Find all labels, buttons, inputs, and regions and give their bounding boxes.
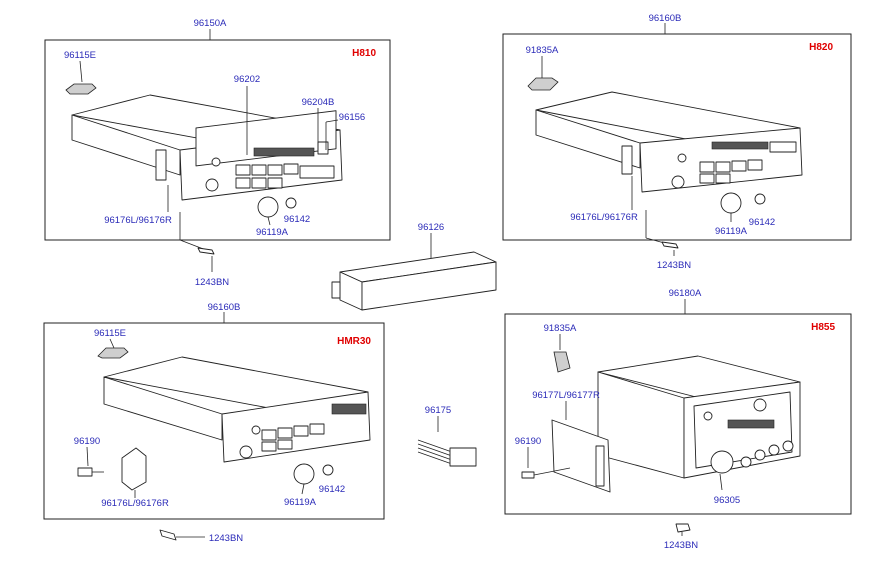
part-label-96150a: 96150A [194, 18, 227, 29]
mounting-bracket-part [121, 447, 147, 491]
knob-cap-part [322, 464, 334, 476]
part-label-96176l-96176r: 96176L/96176R [101, 498, 169, 509]
screw-1243bn-c: 1243BN [159, 529, 243, 544]
part-label-96204b: 96204B [302, 97, 335, 108]
part-label-96176l-96176r: 96176L/96176R [104, 215, 172, 226]
part-label-96115e: 96115E [94, 328, 126, 339]
knob-part [293, 463, 315, 485]
part-label-96126: 96126 [418, 222, 444, 233]
part-label-96175: 96175 [425, 405, 451, 416]
part-label-1243bn: 1243BN [664, 540, 698, 551]
panel-h810-frame [44, 39, 391, 241]
part-label-96190: 96190 [74, 436, 100, 447]
part-label-1243bn: 1243BN [195, 277, 229, 288]
panel-h820: 96160B H820 91835A 96119A 96142 96176L/9… [502, 13, 852, 241]
bracket-part [97, 347, 129, 359]
panel-h810: 96150A H810 96115E 96202 [44, 18, 391, 241]
radio-unit-h810 [71, 94, 343, 201]
part-label-96190: 96190 [515, 436, 541, 447]
bracket-part [527, 77, 559, 91]
part-label-96177l-96177r: 96177L/96177R [532, 390, 600, 401]
bracket-part [65, 83, 97, 95]
mounting-plate-part [551, 419, 611, 493]
bracket-part [553, 351, 571, 373]
screw-1243bn-a: 1243BN [179, 239, 229, 288]
screw-part [77, 467, 93, 477]
part-label-1243bn: 1243BN [657, 260, 691, 271]
panel-h820-frame [502, 33, 852, 241]
part-label-96119a: 96119A [284, 497, 317, 508]
variant-label-h810: H810 [352, 48, 376, 59]
part-label-96115e: 96115E [64, 50, 96, 61]
part-label-96176l-96176r: 96176L/96176R [570, 212, 638, 223]
part-label-96142: 96142 [284, 214, 310, 225]
panel-hmr30-frame [43, 322, 385, 520]
part-96126: 96126 [331, 222, 497, 311]
knob-part [257, 196, 279, 218]
radio-unit-h855 [597, 355, 801, 479]
part-label-96142: 96142 [749, 217, 775, 228]
radio-unit-h820 [535, 91, 803, 193]
screw-1243bn-b: 1243BN [645, 237, 691, 271]
part-label-96160b: 96160B [649, 13, 682, 24]
knob-part [720, 192, 742, 214]
part-label-91835a: 91835A [526, 45, 559, 56]
part-label-96305: 96305 [714, 495, 740, 506]
part-label-1243bn: 1243BN [209, 533, 243, 544]
part-label-96156: 96156 [339, 112, 365, 123]
variant-label-hmr30: HMR30 [337, 336, 371, 347]
part-label-96160b: 96160B [208, 302, 241, 313]
part-label-91835a: 91835A [544, 323, 577, 334]
knob-cap-part [754, 193, 766, 205]
part-label-96142: 96142 [319, 484, 345, 495]
variant-label-h820: H820 [809, 42, 833, 53]
panel-h855: 96180A H855 91835A 96177L/96177R 96190 [504, 288, 852, 515]
part-96175: 96175 [417, 405, 477, 467]
panel-h855-frame [504, 313, 852, 515]
knob-cap-part [285, 197, 297, 209]
variant-label-h855: H855 [811, 322, 835, 333]
screw-1243bn-d: 1243BN [664, 523, 698, 551]
part-label-96119a: 96119A [715, 226, 748, 237]
radio-unit-hmr30 [103, 356, 371, 463]
part-label-96119a: 96119A [256, 227, 289, 238]
part-label-96202: 96202 [234, 74, 260, 85]
part-label-96180a: 96180A [669, 288, 702, 299]
panel-hmr30: 96160B HMR30 96115E 96119A 96142 96190 [43, 302, 385, 520]
screw-part [521, 471, 535, 479]
